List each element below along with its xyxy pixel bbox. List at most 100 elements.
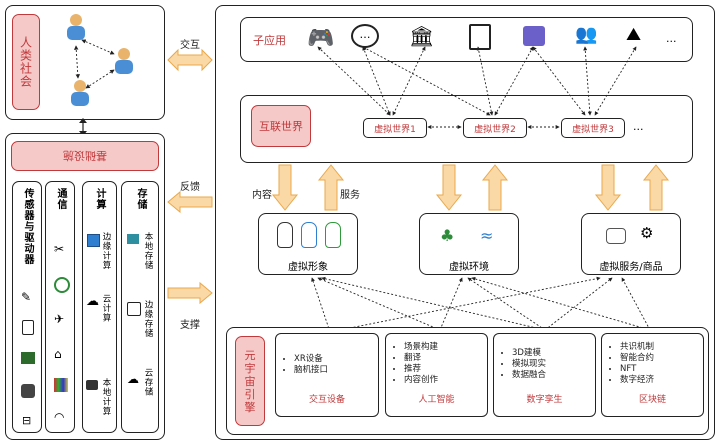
satellite-icon: ✂ [54, 242, 65, 256]
module-item: 脑机接口 [294, 365, 378, 376]
module-item: 翻译 [404, 353, 487, 364]
cable-icon [54, 378, 68, 392]
svc-down-arrow [594, 164, 622, 211]
engine-module-digital-twin: 3D建模 模拟现实 数据融合 数字孪生 [493, 333, 596, 417]
support-arrow [167, 281, 213, 305]
infra-column-title: 通信 [55, 188, 66, 210]
module-title: 人工智能 [418, 395, 455, 405]
virtual-services-block: ⚙ 虚拟服务/商品 [581, 213, 681, 275]
module-item: 3D建模 [512, 348, 595, 359]
infra-column-title: 传感器与驱动器 [22, 188, 33, 265]
engine-module-blockchain: 共识机制 智能合约 NFT 数字经济 区块链 [601, 333, 704, 417]
people-icon: 👥 [575, 24, 598, 45]
gamepad-icon: ⊟ [22, 414, 32, 427]
env-down-arrow [435, 164, 463, 211]
wifi-icon: ◠ [54, 410, 65, 424]
storage-item: 云存储 [143, 368, 153, 397]
virtual-world-3: 虚拟世界3 [561, 118, 625, 138]
human-society-panel: 人类社会 [5, 5, 165, 120]
engine-title: 元宇宙引擎 [235, 336, 265, 426]
module-item: 数字经济 [620, 375, 703, 386]
storage-item: 边缘存储 [143, 300, 153, 338]
building-icon [21, 352, 35, 364]
virtual-avatar-block: 虚拟形象 [258, 213, 358, 275]
robot-icon [606, 228, 626, 244]
interact-arrow [167, 48, 213, 72]
infra-column-sensors: 传感器与驱动器 ✎ ⊟ [12, 181, 42, 433]
sub-apps-more: ... [666, 32, 677, 45]
service-arrow [317, 164, 345, 211]
local-storage-icon [127, 234, 139, 244]
edge-storage-icon [127, 302, 141, 316]
landscape-icon: ≈ [480, 226, 494, 245]
metaverse-engine-panel: 元宇宙引擎 XR设备 脑机接口 交互设备 场景构建 翻译 推荐 内容创作 人工智… [226, 327, 709, 435]
feedback-arrow [167, 190, 213, 214]
content-arrow [271, 164, 299, 211]
module-item: 共识机制 [620, 342, 703, 353]
sensor-icon: ✎ [21, 290, 32, 304]
robot-icon [21, 384, 35, 398]
module-item: 内容创作 [404, 375, 487, 386]
avatar-icon [301, 222, 317, 248]
module-item: 智能合约 [620, 353, 703, 364]
virtual-world-2: 虚拟世界2 [463, 118, 527, 138]
engine-module-ai: 场景构建 翻译 推荐 内容创作 人工智能 [385, 333, 488, 417]
virtual-environment-block: ♣ ≈ 虚拟环境 [419, 213, 519, 275]
service-label: 服务 [340, 190, 360, 201]
place-icon: ⛰ [626, 24, 642, 45]
infra-column-communication: 通信 ✂ ✈ ⌂ ◠ [45, 181, 75, 433]
bank-icon: 🏛 [409, 24, 435, 48]
compute-item: 本地计算 [101, 378, 111, 416]
support-label: 支撑 [180, 320, 200, 331]
people-network [67, 14, 133, 106]
avatar-icon [277, 222, 293, 248]
link-arrows [167, 48, 213, 305]
module-title: 交互设备 [308, 395, 345, 405]
module-item: 场景构建 [404, 342, 487, 353]
module-item: NFT [620, 364, 703, 375]
content-label: 内容 [252, 190, 272, 201]
edge-compute-icon [87, 234, 100, 247]
virtual-avatar-label: 虚拟形象 [288, 262, 328, 273]
storage-item: 本地存储 [143, 232, 153, 270]
cloud-storage-icon: ☁ [127, 372, 139, 386]
worlds-more: ... [633, 120, 644, 133]
internet-world-title: 互联世界 [251, 105, 311, 147]
drone-icon: ✈ [54, 312, 65, 326]
infra-column-title: 计算 [94, 188, 105, 210]
gear-hand-icon: ⚙ [640, 224, 654, 242]
tree-icon: ♣ [440, 226, 455, 245]
interact-label: 交互 [180, 40, 200, 51]
module-title: 数字孪生 [526, 395, 563, 405]
module-item: 数据融合 [512, 370, 595, 381]
person-icon [67, 14, 85, 40]
ring-icon [54, 277, 70, 293]
server-icon [86, 380, 98, 390]
human-society-label: 人类社会 [12, 14, 40, 110]
virtual-services-label: 虚拟服务/商品 [599, 262, 663, 273]
engine-module-devices: XR设备 脑机接口 交互设备 [275, 333, 379, 417]
module-item: XR设备 [294, 354, 378, 365]
infra-column-storage: 存储 本地存储 边缘存储 ☁ 云存储 [121, 181, 159, 433]
infra-column-compute: 计算 边缘计算 ☁ 云计算 本地计算 [82, 181, 117, 433]
compute-item: 云计算 [101, 294, 111, 323]
cloud-icon: ☁ [86, 294, 99, 309]
feedback-label: 反馈 [180, 182, 200, 193]
avatar-icon [325, 222, 341, 248]
module-item: 推荐 [404, 364, 487, 375]
module-item: 模拟现实 [512, 359, 595, 370]
person-icon [71, 80, 89, 106]
infrastructure-panel: 基础设施 传感器与驱动器 ✎ ⊟ 通信 ✂ ✈ ⌂ ◠ 计算 边缘计算 ☁ 云计… [5, 133, 165, 440]
module-title: 区块链 [638, 395, 666, 405]
infra-column-title: 存储 [135, 188, 146, 210]
virtual-world-1: 虚拟世界1 [363, 118, 427, 138]
svc-up-arrow [642, 164, 670, 211]
sub-apps-title: 子应用 [253, 34, 286, 47]
antenna-icon: ⌂ [54, 347, 62, 361]
virtual-environment-label: 虚拟环境 [449, 262, 489, 273]
media-icon [523, 26, 545, 46]
phone-icon [22, 320, 34, 335]
env-up-arrow [481, 164, 509, 211]
compute-item: 边缘计算 [101, 232, 111, 270]
